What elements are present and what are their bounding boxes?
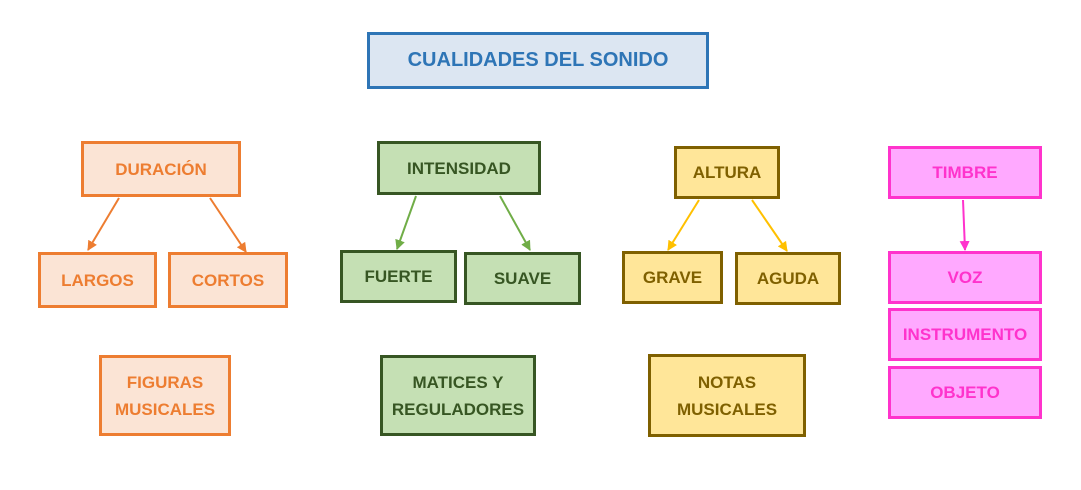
node-fuerte: FUERTE xyxy=(340,250,457,303)
arrow-intensidad-fuerte xyxy=(395,195,417,250)
node-aguda: AGUDA xyxy=(735,252,841,305)
node-cortos: CORTOS xyxy=(168,252,288,308)
arrow-duracion-largos xyxy=(87,197,120,251)
node-largos: LARGOS xyxy=(38,252,157,308)
node-objeto: OBJETO xyxy=(888,366,1042,419)
arrow-altura-grave xyxy=(667,199,700,251)
node-altura: ALTURA xyxy=(674,146,780,199)
arrow-intensidad-suave xyxy=(499,195,531,251)
arrow-altura-aguda xyxy=(751,199,788,252)
node-figuras-musicales: FIGURAS MUSICALES xyxy=(99,355,231,436)
node-matices-reguladores: MATICES Y REGULADORES xyxy=(380,355,536,436)
node-duracion: DURACIÓN xyxy=(81,141,241,197)
arrow-duracion-cortos xyxy=(209,197,247,253)
node-grave: GRAVE xyxy=(622,251,723,304)
diagram-title: CUALIDADES DEL SONIDO xyxy=(367,32,709,89)
node-intensidad: INTENSIDAD xyxy=(377,141,541,195)
arrow-timbre-voz xyxy=(959,199,970,251)
node-timbre: TIMBRE xyxy=(888,146,1042,199)
node-suave: SUAVE xyxy=(464,252,581,305)
node-notas-musicales: NOTAS MUSICALES xyxy=(648,354,806,437)
node-voz: VOZ xyxy=(888,251,1042,304)
node-instrumento: INSTRUMENTO xyxy=(888,308,1042,361)
